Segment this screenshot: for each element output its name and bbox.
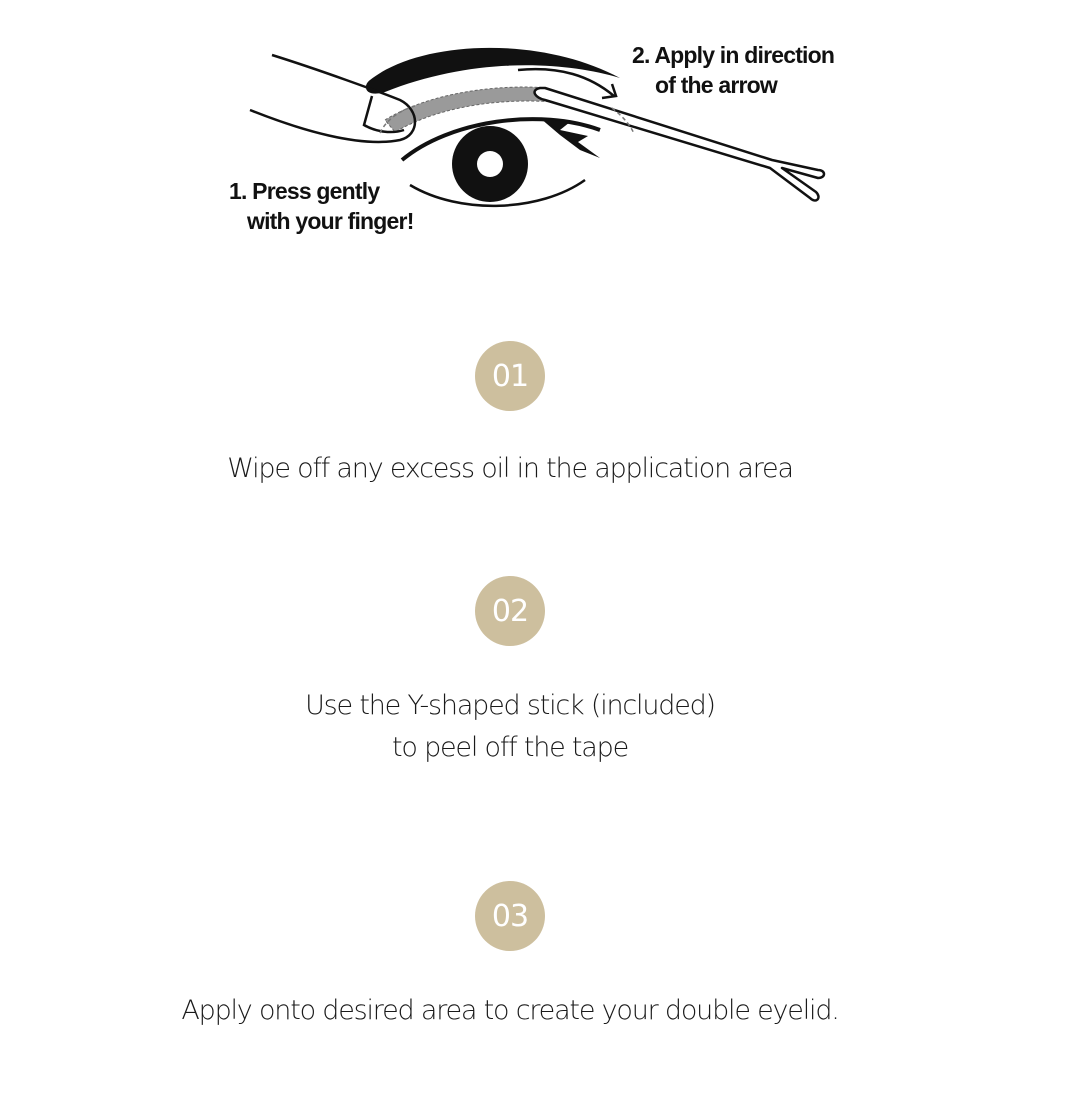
step-number-badge: 01 [475,341,545,411]
step-description: Wipe off any excess oil in the applicati… [0,448,1020,490]
eye-upper-lid [400,117,601,162]
instruction-label-press: 1. Press gently with your finger! [229,176,414,236]
step-number: 03 [491,898,529,934]
eyelid-application-illustration: 1. Press gently with your finger! 2. App… [0,0,1080,260]
label-line: of the arrow [655,72,778,98]
step-number: 02 [491,593,529,629]
eyelashes [540,118,600,158]
label-line: with your finger! [247,208,414,234]
step-text-line: Apply onto desired area to create your d… [181,995,839,1026]
label-line: 2. Apply in direction [632,42,835,68]
step-description: Use the Y-shaped stick (included) to pee… [0,685,1020,769]
step-description: Apply onto desired area to create your d… [0,990,1020,1032]
y-shaped-stick [533,86,826,202]
eye-finger-stick-drawing [249,47,826,207]
direction-arrow [517,67,615,97]
step-text-line: Wipe off any excess oil in the applicati… [227,453,794,484]
eyebrow-shape [365,47,620,94]
instruction-label-apply: 2. Apply in direction of the arrow [632,40,835,100]
step-text-line: to peel off the tape [391,732,629,763]
step-text-line: Use the Y-shaped stick (included) [305,690,716,721]
step-number-badge: 02 [475,576,545,646]
step-number-badge: 03 [475,881,545,951]
label-line: 1. Press gently [229,178,380,204]
finger-outline [249,53,417,144]
eye-lower-lid [409,178,586,207]
step-number: 01 [491,358,529,394]
pupil-highlight [477,151,503,177]
